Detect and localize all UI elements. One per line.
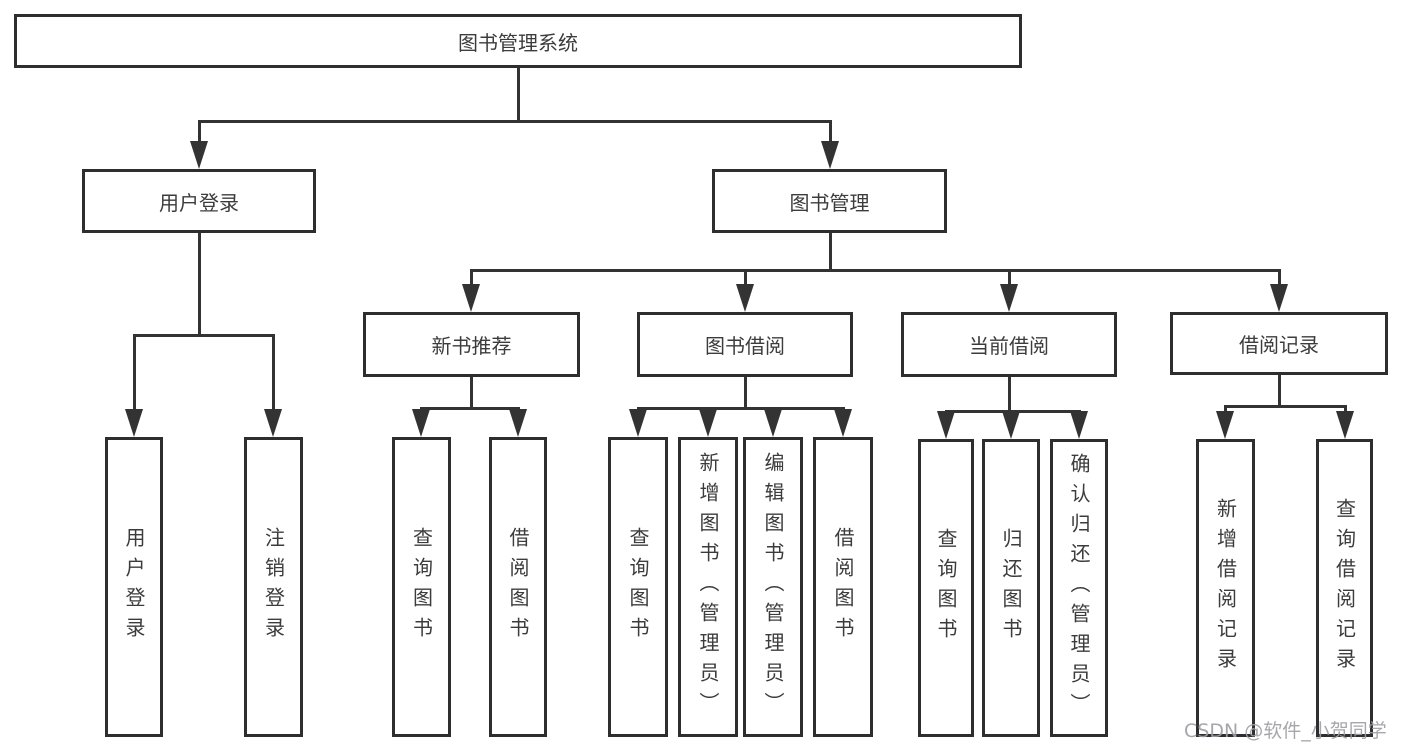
node-label: 查询图书 [409,527,434,647]
node-user-login: 用户登录 [82,169,316,233]
node-book-borrow: 图书借阅 [637,312,853,377]
node-label: 归还图书 [999,528,1023,648]
arrow-down-icon [1070,411,1088,439]
connector-drop-line [828,121,832,145]
arrow-down-icon [412,409,430,437]
connector-drop-line [197,121,201,145]
arrow-down-icon [264,409,282,437]
connector-bar [1223,404,1347,408]
node-label: 查询借阅记录 [1332,498,1357,678]
node-current-borrow: 当前借阅 [901,312,1117,377]
node-label: 确认归还（管理员） [1067,453,1091,723]
node-label: 注销登录 [261,527,286,647]
node-label: 借阅图书 [506,527,530,647]
connector-drop-line [1343,406,1347,415]
connector-drop-line [469,270,473,288]
node-root: 图书管理系统 [14,14,1022,68]
arrow-down-icon [1000,284,1018,312]
node-leaf-bb-add-book: 新增图书（管理员） [678,437,738,737]
node-leaf-logout: 注销登录 [244,437,303,737]
node-leaf-bb-query-book: 查询图书 [608,437,668,737]
connector-stem [1277,375,1281,408]
node-label: 图书借阅 [705,334,785,358]
node-label: 图书管理 [789,190,870,215]
connector-drop-line [132,335,136,413]
node-label: 图书管理系统 [458,30,578,55]
arrow-down-icon [1002,411,1020,439]
arrow-down-icon [1216,411,1234,439]
node-leaf-br-add-record: 新增借阅记录 [1196,439,1255,737]
connector-drop-line [1223,406,1227,415]
node-leaf-bb-edit-book: 编辑图书（管理员） [743,437,803,737]
arrow-down-icon [736,284,754,312]
connector-bar [469,268,1281,272]
node-label: 新增图书（管理员） [696,452,720,722]
connector-stem [197,233,201,337]
node-label: 用户登录 [122,527,146,647]
arrow-down-icon [821,141,839,169]
connector-stem [743,377,747,410]
arrow-down-icon [125,409,143,437]
node-leaf-cb-return-book: 归还图书 [982,439,1040,737]
node-leaf-cb-confirm-return: 确认归还（管理员） [1050,439,1108,737]
connector-bar [197,119,832,123]
arrow-down-icon [629,409,647,437]
node-label: 借阅记录 [1239,333,1319,357]
connector-drop-line [743,270,747,288]
connector-drop-line [1277,270,1281,288]
node-new-book-rec: 新书推荐 [363,312,580,377]
node-leaf-bb-borrow-book: 借阅图书 [813,437,873,737]
node-borrow-records: 借阅记录 [1170,312,1388,375]
node-leaf-cb-query-book: 查询图书 [918,439,974,737]
node-label: 用户登录 [159,190,239,215]
csdn-watermark: CSDN @软件_小贺同学 [1184,720,1387,742]
connector-drop-line [1007,270,1011,288]
arrow-down-icon [834,409,852,437]
connector-drop-line [271,335,275,413]
connector-stem [1007,377,1011,413]
node-label: 当前借阅 [969,334,1049,358]
node-label: 查询图书 [934,528,958,648]
arrow-down-icon [764,409,782,437]
connector-bar [636,406,845,410]
arrow-down-icon [462,284,480,312]
node-label: 新增借阅记录 [1213,498,1238,678]
connector-bar [419,406,520,410]
node-label: 借阅图书 [831,527,855,647]
connector-bar [132,333,275,337]
arrow-down-icon [1336,411,1354,439]
node-label: 查询图书 [626,527,650,647]
arrow-down-icon [190,141,208,169]
node-label: 编辑图书（管理员） [761,452,785,722]
arrow-down-icon [509,409,527,437]
arrow-down-icon [1270,284,1288,312]
connector-stem [469,377,473,410]
node-leaf-rec-query-book: 查询图书 [392,437,451,737]
node-book-mgmt: 图书管理 [712,169,947,233]
node-leaf-rec-borrow-book: 借阅图书 [489,437,547,737]
node-leaf-br-query-record: 查询借阅记录 [1316,439,1373,737]
arrow-down-icon [937,411,955,439]
connector-stem [828,233,832,272]
node-label: 新书推荐 [431,334,512,358]
arrow-down-icon [699,409,717,437]
node-leaf-user-login: 用户登录 [105,437,163,737]
connector-stem [516,68,520,123]
